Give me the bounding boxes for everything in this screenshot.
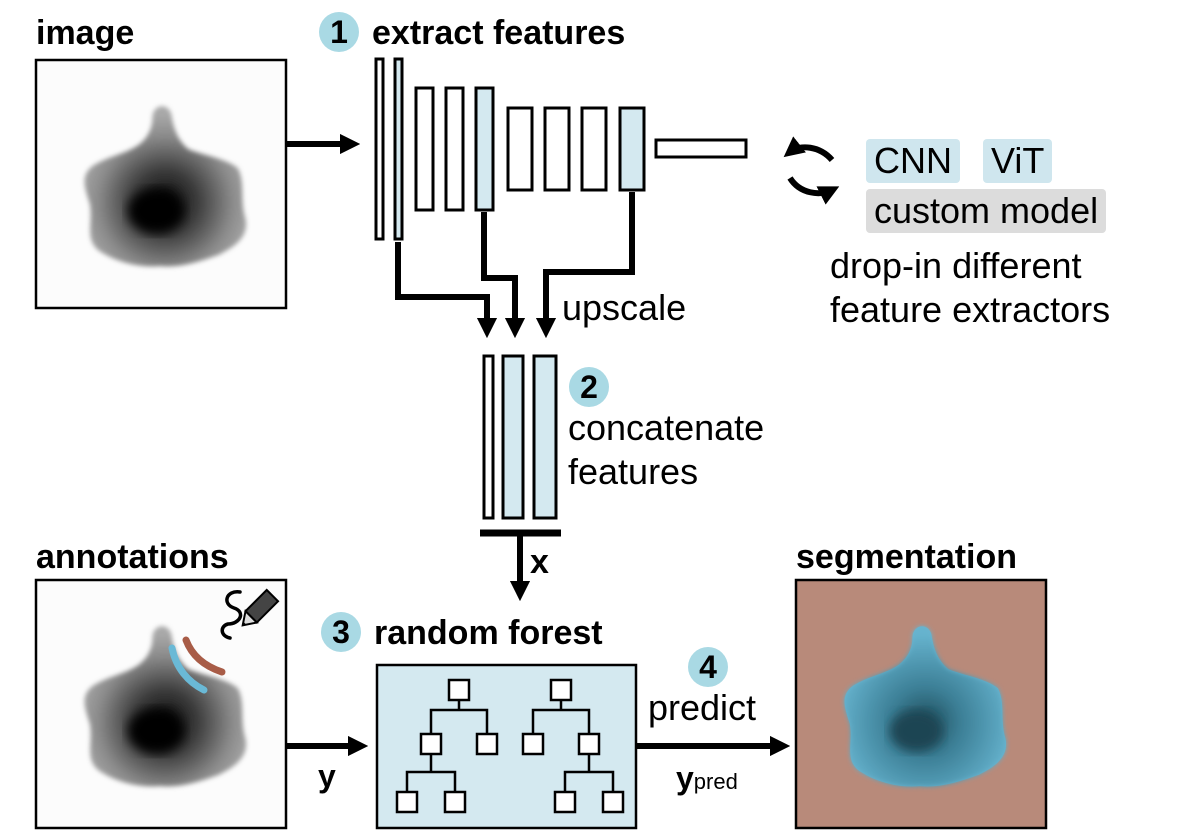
step-3-badge: 3 [321, 612, 361, 652]
step-1-badge: 1 [319, 12, 359, 52]
image-label: image [36, 14, 135, 52]
x-label: x [530, 543, 549, 581]
random-forest-box [375, 663, 638, 830]
tree-2-icon [521, 678, 625, 814]
y-pred-base: y [676, 760, 694, 796]
y-label: y [318, 758, 336, 794]
annotations-label: annotations [36, 538, 229, 576]
pencil-scribble-icon [220, 588, 280, 640]
extractor-chip-cnn: CNN [866, 139, 960, 183]
input-image [34, 58, 288, 310]
extractors-caption-line1: drop-in different [830, 245, 1082, 286]
extractor-chip-vit: ViT [983, 139, 1053, 183]
step-2-badge: 2 [569, 367, 609, 407]
upscale-label: upscale [562, 287, 687, 328]
tree-1-icon [395, 678, 499, 814]
upscale-arrows [395, 192, 635, 339]
step-3-title: random forest [374, 614, 603, 652]
background-annotation-stroke [182, 636, 226, 676]
extractor-chip-custom: custom model [866, 189, 1107, 233]
swap-arrows-icon [783, 136, 840, 205]
y-pred-label: ypred [676, 762, 738, 794]
segmentation-label: segmentation [796, 538, 1018, 576]
extractors-caption-line2: feature extractors [830, 289, 1111, 330]
concatenated-features [482, 354, 558, 520]
feature-extractor-layers [374, 57, 748, 241]
step-1-title: extract features [372, 14, 626, 52]
step-2-title-line1: concatenate [568, 407, 765, 448]
step-4-badge: 4 [688, 647, 728, 687]
step-2-title-line2: features [568, 451, 699, 492]
step-4-title: predict [648, 687, 757, 728]
segmentation-image [794, 578, 1048, 830]
y-pred-subscript: pred [693, 769, 738, 794]
foreground-annotation-stroke [168, 644, 208, 694]
